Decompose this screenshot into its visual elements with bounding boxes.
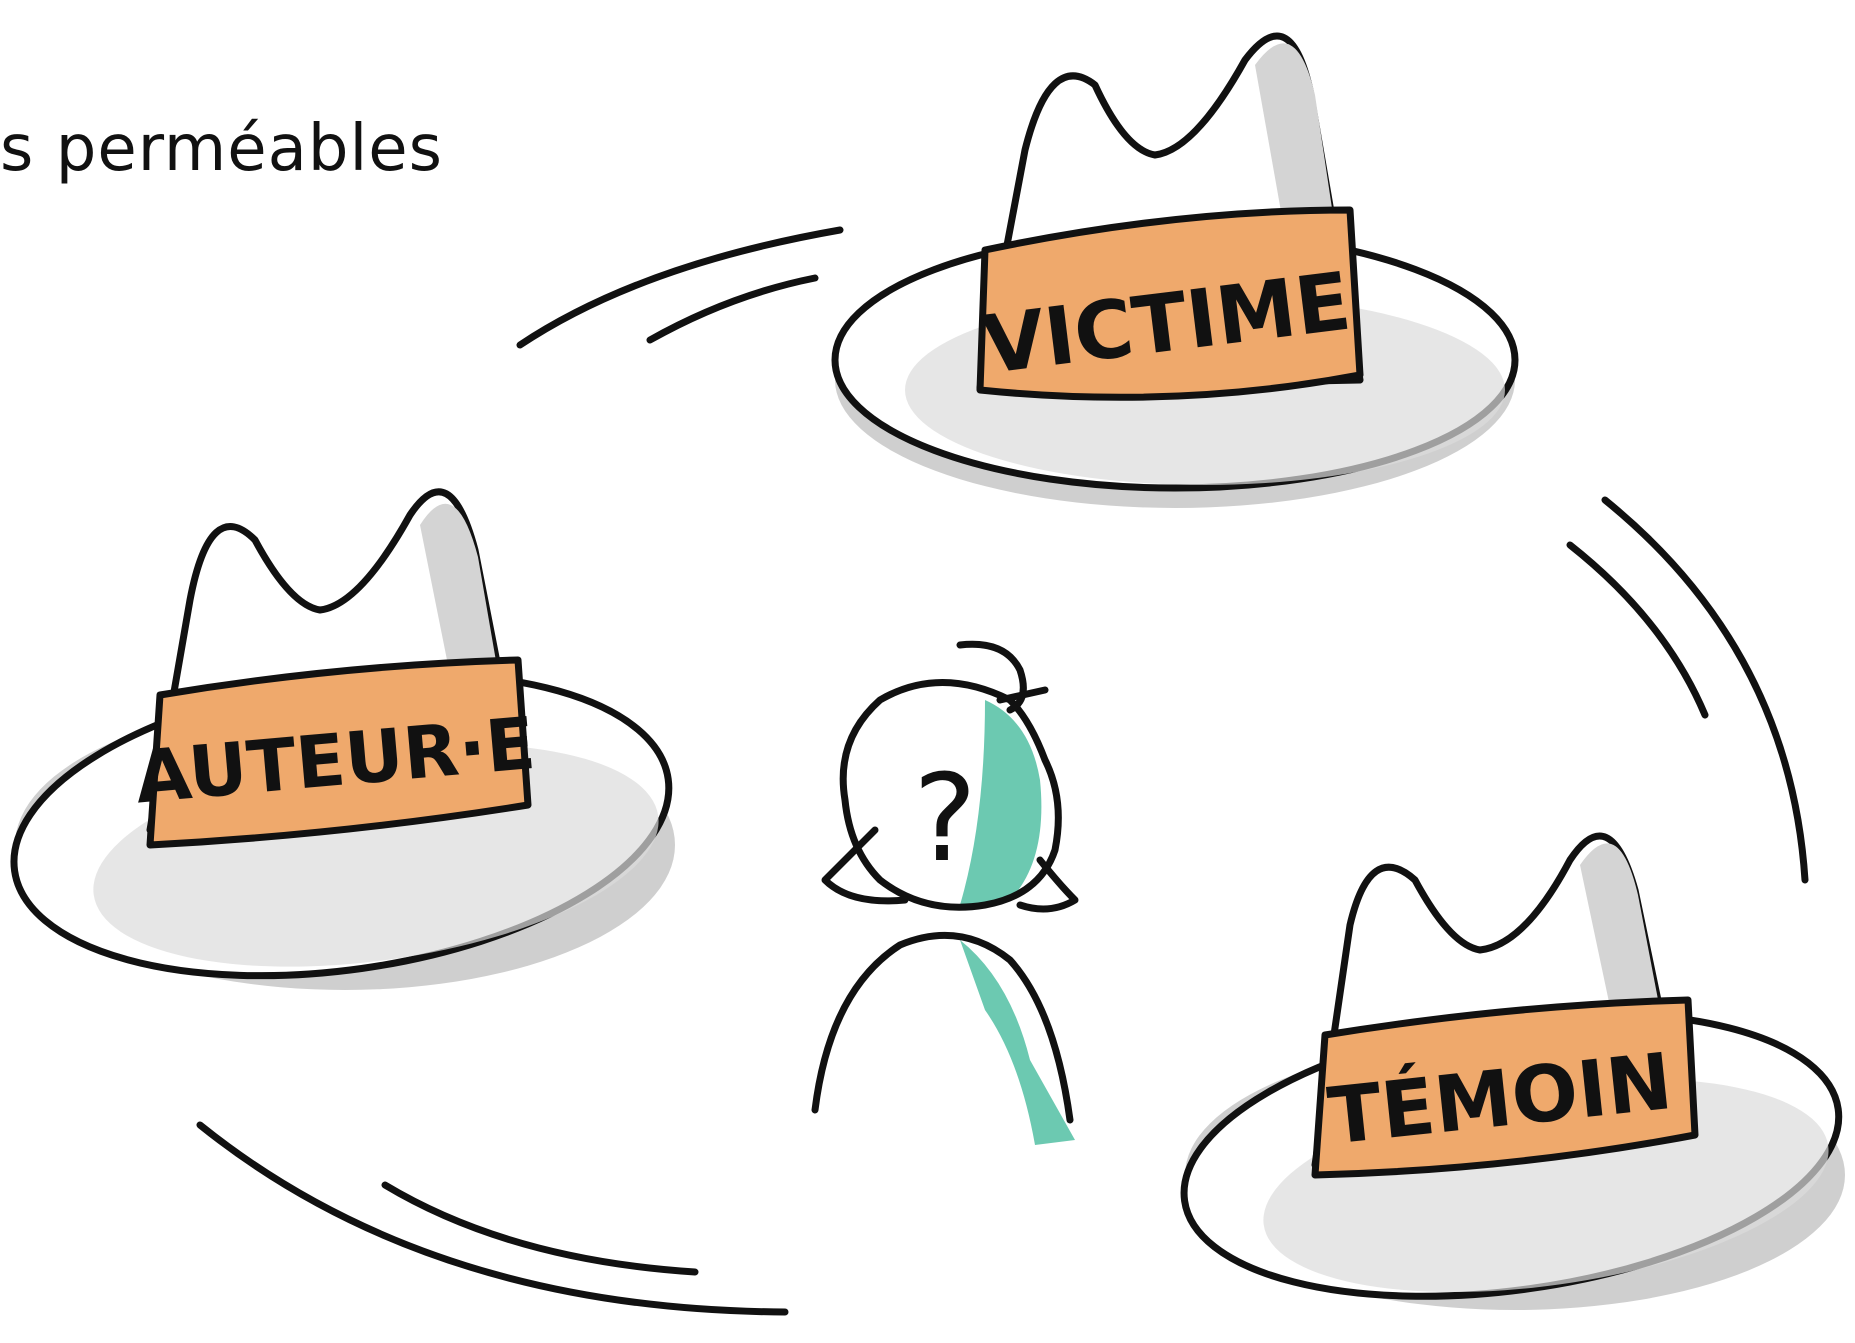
figure-hair-left	[821, 826, 909, 905]
arc-bottom-outer	[196, 1121, 789, 1316]
arc-right-inner	[1566, 541, 1709, 719]
figure-head	[839, 679, 1062, 911]
figure-hair-right	[1016, 856, 1079, 913]
hat-temoin: TÉMOIN	[1180, 832, 1845, 1310]
arc-bottom-inner	[381, 1181, 699, 1276]
motion-arcs	[196, 226, 1809, 1316]
hat-victime: VICTIME	[831, 32, 1519, 508]
diagram-title: s perméables	[0, 112, 443, 186]
figure-hair-tuft	[956, 640, 1027, 714]
person-figure: ?	[811, 640, 1079, 1145]
hat-auteur: AUTEUR·E	[10, 488, 675, 990]
hat-band	[1311, 996, 1699, 1179]
arc-top-left-outer	[516, 226, 844, 349]
arc-top-left-inner	[646, 274, 819, 344]
figure-body-accent	[960, 940, 1075, 1145]
question-mark: ?	[913, 750, 977, 889]
figure-hair-accent	[960, 700, 1042, 907]
figure-body	[811, 931, 1074, 1124]
hat-band	[146, 656, 532, 849]
arc-right-outer	[1601, 496, 1809, 884]
figure-hair-tuft	[996, 686, 1049, 704]
hat-band	[976, 206, 1364, 401]
